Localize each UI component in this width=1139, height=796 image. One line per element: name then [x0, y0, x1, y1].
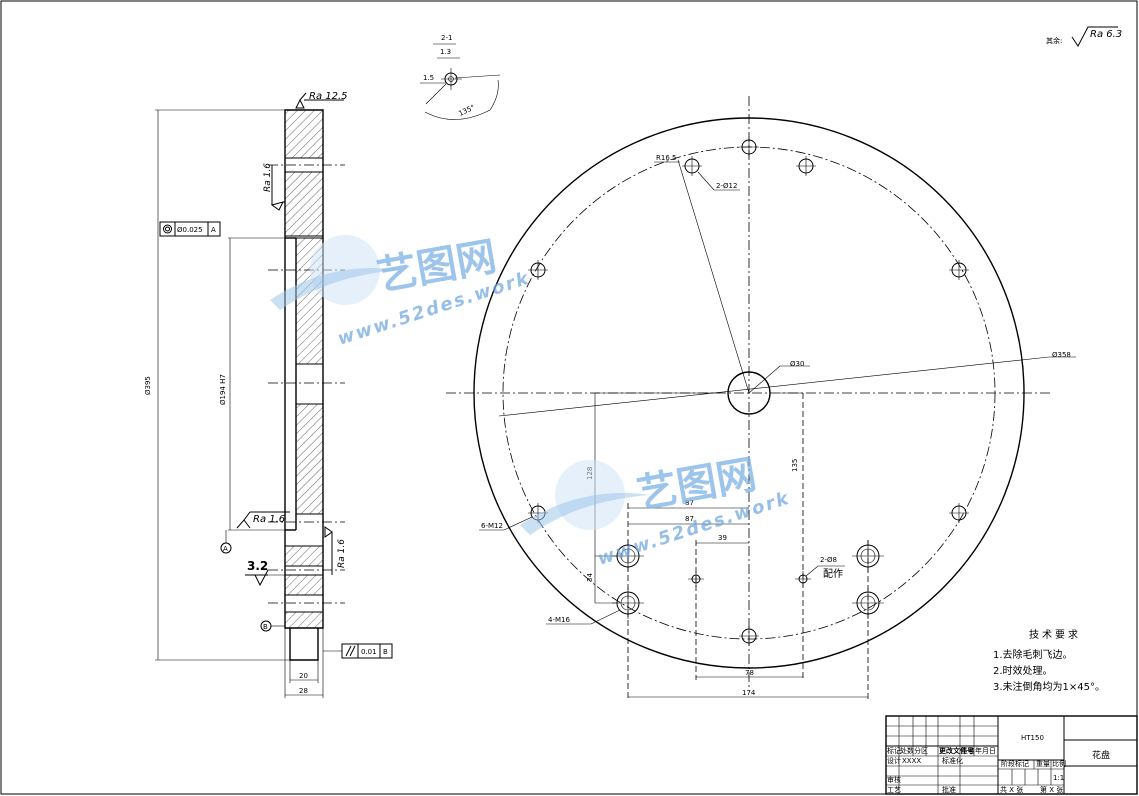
roughness-other-label: 其余: [1046, 36, 1062, 45]
label-2-d12: 2-Ø12 [716, 182, 737, 190]
dim-39: 39 [718, 534, 727, 542]
hatch-hub-1 [284, 545, 324, 567]
tb-weight: 重量 [1036, 760, 1050, 768]
label-r16: R16.5 [656, 154, 676, 162]
tb-standard: 标准化 [942, 756, 963, 765]
datum-a: A [223, 545, 228, 553]
dim-chamfer: 3.2 [247, 559, 268, 573]
roughness-top-value: Ra 12.5 [309, 91, 348, 102]
tech-requirements: 技术要求 1.去除毛刺飞边。 2.时效处理。 3.未注倒角均为1×45°。 [993, 628, 1105, 693]
roughness-face-top: Ra 12.5 [295, 91, 348, 109]
label-center-bore: Ø30 [790, 360, 804, 368]
tech-title: 技术要求 [1029, 628, 1081, 641]
dim-bore-dia: Ø194 H7 [219, 374, 227, 405]
section-view: Ø395 Ø194 H7 Ø0.025 A A B [144, 91, 393, 698]
front-view: R16.5 2-Ø12 Ø30 Ø358 6-M12 4-M16 2-Ø8 配作… [446, 96, 1076, 700]
roughness-side-upper: Ra 1.6 [263, 163, 285, 211]
detail-label: 2-1 [441, 34, 452, 42]
dim-87b: 87 [685, 515, 694, 523]
tol-parallel-ref: B [383, 648, 388, 656]
tolerance-frame-concentricity: Ø0.025 A [159, 221, 221, 237]
tolerance-frame-parallel: 0.01 B [323, 643, 393, 659]
roughness-side-value: Ra 1.6 [263, 163, 273, 192]
d8-holes [688, 571, 811, 587]
tech-item-1: 1.去除毛刺飞边。 [993, 648, 1073, 661]
tol-concentricity-ref: A [211, 226, 216, 234]
roughness-hub: Ra 1.6 [324, 526, 347, 575]
detail-dim-a: 1.3 [440, 48, 451, 56]
tb-count: 处数 [900, 746, 914, 755]
roughness-other-value: Ra 6.3 [1090, 29, 1122, 40]
label-2-d8: 2-Ø8 [820, 556, 837, 564]
tb-scale-label: 比例 [1052, 759, 1066, 768]
label-4-m16: 4-M16 [548, 616, 570, 624]
label-fit-note: 配作 [823, 568, 843, 580]
dim-34: 34 [586, 573, 594, 582]
dim-135: 135 [791, 459, 799, 472]
datum-b: B [263, 623, 268, 631]
tb-design: 设计 [887, 756, 901, 765]
chamfer-callout: 3.2 [245, 559, 285, 587]
roughness-hub-value: Ra 1.6 [337, 539, 347, 568]
title-material: HT150 [1021, 734, 1044, 742]
tb-stage-mark: 阶段标记 [1001, 759, 1029, 768]
tb-total-sheets: 共 X 张 [1000, 785, 1023, 794]
tb-design-name: XXXX [902, 757, 921, 765]
dim-78: 78 [745, 669, 754, 677]
tb-approve: 批准 [942, 785, 956, 794]
hatch-upper [284, 171, 324, 237]
tb-process: 工艺 [887, 786, 901, 794]
label-outer-dia: Ø358 [1052, 351, 1071, 359]
title-scale: 1:1 [1053, 774, 1064, 782]
label-6-m12: 6-M12 [481, 522, 503, 530]
tb-review: 审核 [887, 775, 901, 784]
tb-mark: 标记 [887, 746, 901, 755]
tol-concentricity-value: Ø0.025 [177, 226, 203, 234]
tol-parallel-value: 0.01 [361, 648, 377, 656]
title-part-name: 花盘 [1092, 749, 1110, 761]
roughness-bore: Ra 1.6 [236, 511, 290, 529]
hatch-mid-lower [295, 403, 324, 515]
title-block: HT150 花盘 1:1 标记 处数 分区 更改文件号 签名 年月日 设计 XX… [885, 715, 1138, 795]
dim-87a: 87 [685, 499, 694, 507]
hatch-hub-2 [284, 574, 324, 596]
roughness-other-symbol: 其余: Ra 6.3 [1046, 26, 1122, 47]
detail-view: 2-1 1.3 1.5 135° [420, 34, 501, 120]
hatch-top [284, 109, 324, 159]
roughness-bore-value: Ra 1.6 [253, 514, 285, 525]
detail-dim-b: 1.5 [423, 74, 434, 82]
tb-zone: 分区 [914, 746, 928, 755]
tech-item-2: 2.时效处理。 [993, 664, 1053, 677]
tb-date: 年月日 [975, 746, 996, 755]
detail-angle: 135° [457, 103, 476, 117]
dim-width-inner: 20 [299, 672, 308, 680]
tech-item-3: 3.未注倒角均为1×45°。 [993, 680, 1105, 693]
tb-sheet-no: 第 X 张 [1040, 785, 1063, 794]
dim-width-outer: 28 [299, 687, 308, 695]
tb-change-doc: 更改文件号 [939, 746, 974, 755]
dim-outer-dia: Ø395 [144, 376, 152, 395]
tb-signature: 签名 [961, 746, 975, 755]
hatch-hub-3 [284, 611, 324, 629]
dim-174: 174 [742, 689, 756, 697]
